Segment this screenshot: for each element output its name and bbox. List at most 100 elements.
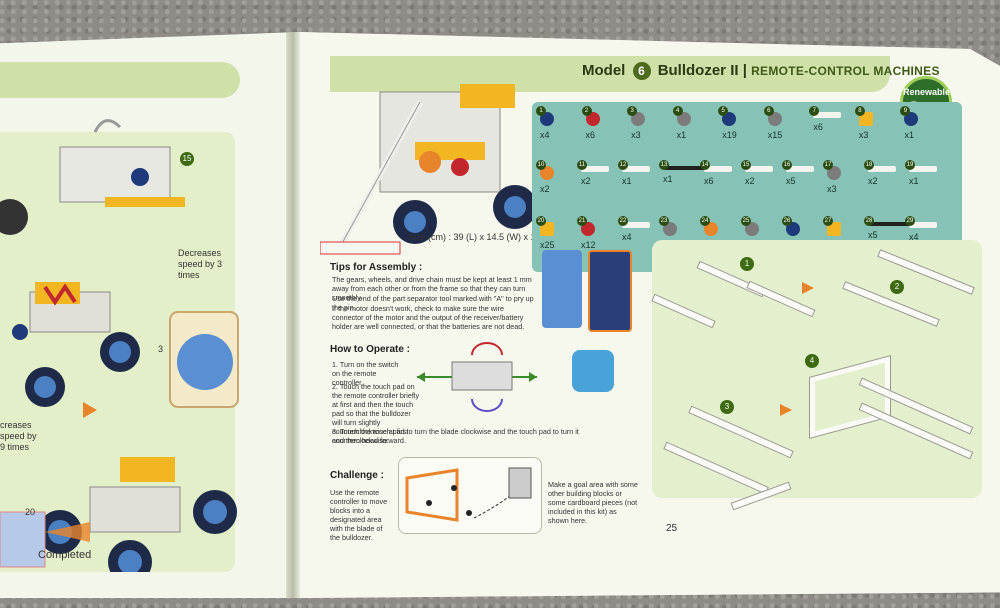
tip-2: Use the end of the part separator tool m… — [332, 294, 534, 312]
part-quantity: x3 — [858, 130, 869, 140]
header-band — [330, 56, 890, 92]
part-index-badge: 11 — [577, 160, 587, 170]
part-icon — [909, 166, 937, 172]
tip-gear-photo — [542, 250, 582, 328]
tip-tool-photo — [588, 250, 632, 332]
part-quantity: x1 — [909, 176, 919, 186]
part-icon — [540, 222, 554, 236]
part-index-badge: 26 — [782, 216, 792, 226]
bottom-battery-box — [120, 457, 175, 482]
step-4-badge: 4 — [805, 354, 819, 368]
operate-heading: How to Operate : — [330, 344, 411, 355]
part-index-badge: 28 — [864, 216, 874, 226]
part-quantity: x19 — [722, 130, 737, 140]
part-quantity: x2 — [581, 176, 591, 186]
diagram-bulldozer — [451, 361, 513, 391]
part-index-badge: 2 — [581, 106, 592, 116]
left-page-illustrations — [0, 119, 239, 572]
part-icon — [868, 222, 928, 226]
decrease-speed-label: Decreases speed by 3 times — [178, 248, 223, 280]
part-index-badge: 12 — [618, 160, 628, 170]
part-index-badge: 16 — [782, 160, 792, 170]
part-quantity: x5 — [868, 230, 878, 240]
step-2-badge: 2 — [890, 280, 904, 294]
part-icon — [745, 222, 759, 236]
part-icon — [540, 166, 554, 180]
part-quantity: x2 — [745, 176, 755, 186]
part-index-badge: 8 — [854, 106, 865, 116]
coil-wire — [93, 119, 122, 133]
completed-label: Completed — [38, 549, 92, 561]
part-quantity: x4 — [622, 232, 632, 242]
part-17: 17 x3 — [823, 160, 841, 194]
saw-blade — [0, 199, 28, 235]
part-quantity: x1 — [676, 130, 687, 140]
part-quantity: x5 — [786, 176, 796, 186]
part-icon — [786, 166, 814, 172]
page-number: 25 — [666, 523, 678, 534]
part-quantity: x2 — [868, 176, 878, 186]
part-icon — [704, 166, 732, 172]
part-index-badge: 10 — [536, 160, 546, 170]
part-index-badge: 20 — [536, 216, 546, 226]
step-arrow-2 — [780, 404, 792, 416]
part-icon — [581, 222, 595, 236]
part-index-badge: 22 — [618, 216, 628, 226]
challenge-illustration — [398, 457, 542, 534]
part-index-badge: 6 — [763, 106, 774, 116]
part-index-badge: 29 — [905, 216, 915, 226]
part-6: 6 x15 — [763, 106, 783, 140]
part-22: 22 x4 — [618, 216, 650, 242]
part-index-badge: 17 — [823, 160, 833, 170]
part-icon — [827, 166, 841, 180]
bulldozer-model-illustration — [320, 84, 537, 255]
size-label: Size (cm) : 39 (L) x 14.5 (W) x 18.5 (H) — [408, 232, 564, 242]
part-4: 4 x1 — [672, 106, 691, 140]
part-icon — [622, 222, 650, 228]
right-page: Model 6 Bulldozer II | REMOTE-CONTROL MA… — [300, 32, 1000, 598]
part-icon — [827, 222, 841, 236]
part-quantity: x3 — [631, 130, 641, 140]
part-index-badge: 5 — [718, 106, 729, 116]
part-quantity: x6 — [704, 176, 714, 186]
part-quantity: x3 — [827, 184, 837, 194]
model-name: Bulldozer II — [657, 62, 739, 79]
partial-speed-label: creases speed by 9 times — [0, 420, 37, 452]
step-arrow-1 — [802, 282, 814, 294]
part-icon — [540, 112, 554, 126]
part-icon — [786, 222, 800, 236]
step-1-badge: 1 — [740, 257, 754, 271]
bulldozer-blade — [320, 241, 401, 255]
rotate-arrow-ccw — [471, 342, 503, 356]
partial-callout — [0, 511, 46, 568]
part-icon — [722, 112, 737, 126]
part-quantity: x4 — [909, 232, 919, 242]
red-switch — [43, 283, 77, 306]
part-icon — [631, 112, 646, 126]
remote-controller-icon — [572, 350, 614, 392]
series-name: REMOTE-CONTROL MACHINES — [751, 64, 940, 78]
callout-gear — [177, 334, 233, 390]
challenge-bulldozer — [508, 467, 532, 499]
book-gutter — [286, 32, 300, 598]
part-5: 5 x19 — [718, 106, 737, 140]
push-path-arrow — [473, 492, 515, 519]
part-quantity: x15 — [767, 130, 783, 140]
part-index-badge: 4 — [672, 106, 683, 116]
orange-gear — [419, 151, 441, 173]
part-icon — [813, 112, 842, 118]
part-index-badge: 15 — [741, 160, 751, 170]
part-quantity: x1 — [663, 174, 673, 184]
part-icon — [663, 222, 677, 236]
battery-holder — [460, 84, 515, 108]
